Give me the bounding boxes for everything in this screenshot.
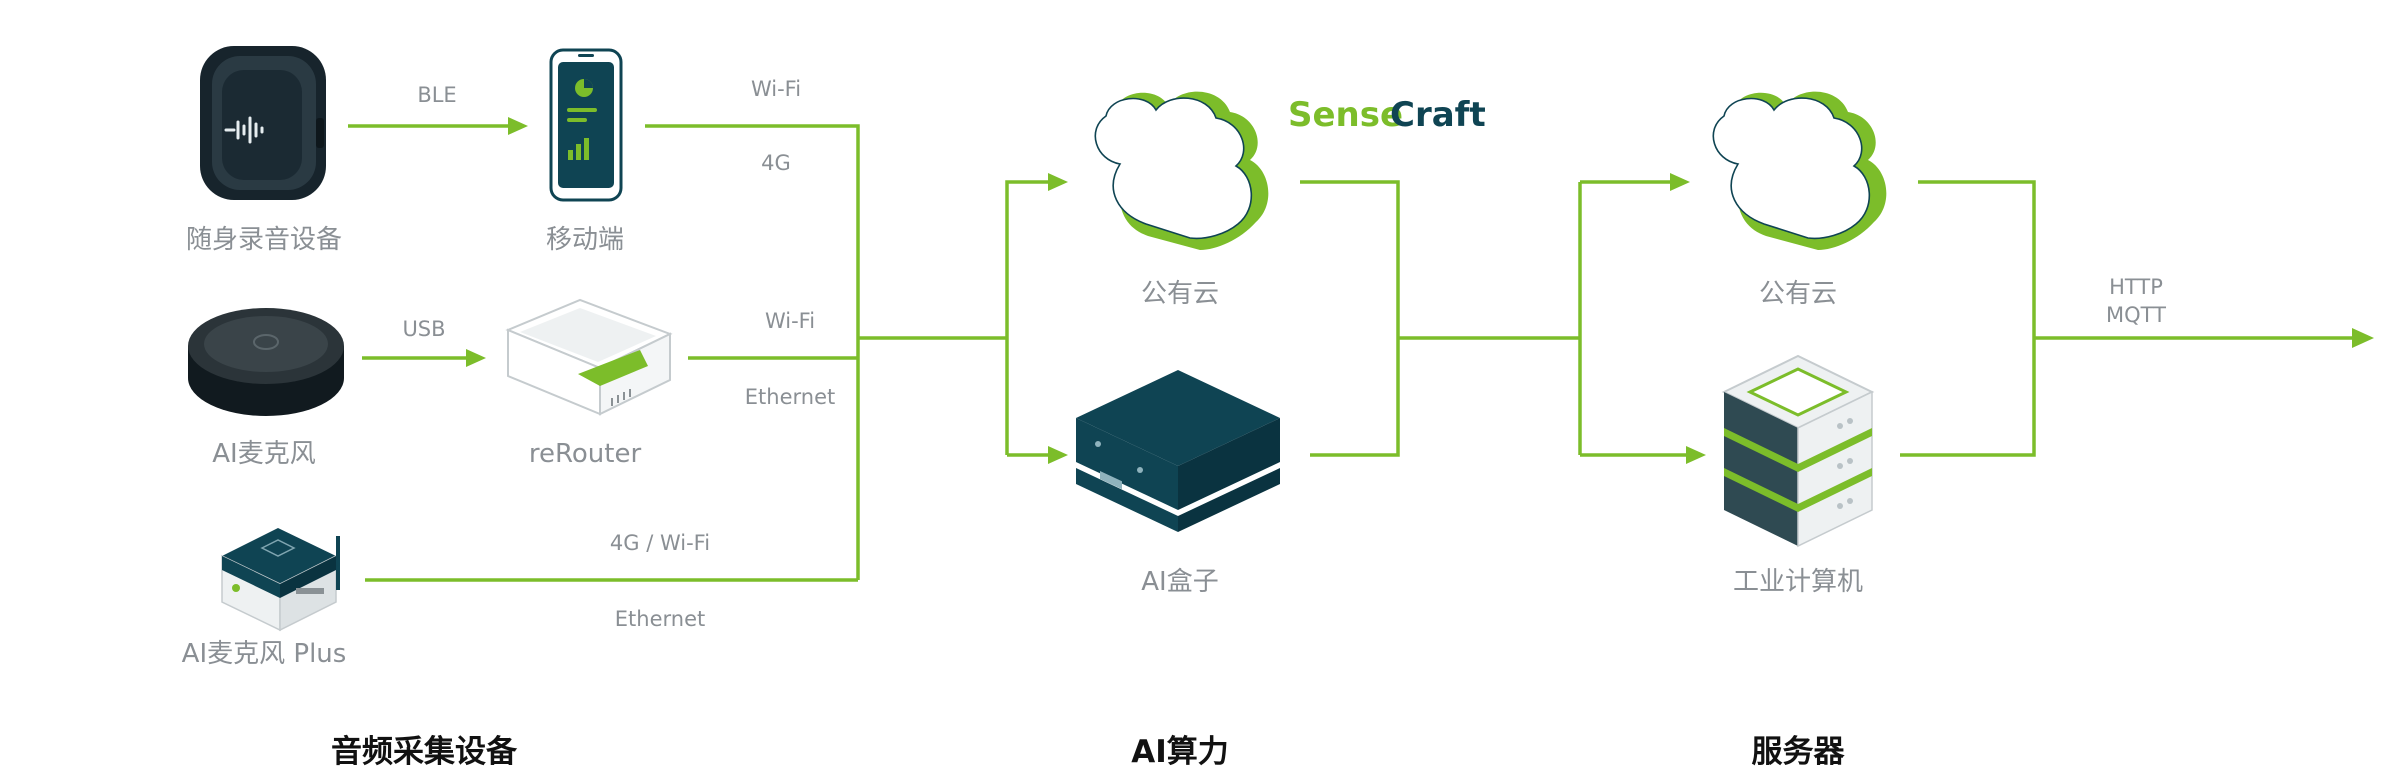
ai-box-icon: [1076, 370, 1280, 532]
category-labels: 音频采集设备 AI算力 服务器: [331, 734, 1845, 770]
mobile-label: 移动端: [546, 225, 624, 255]
router-icon: [505, 298, 673, 416]
smartphone-icon: [549, 48, 623, 202]
recorder-device-icon: [200, 46, 326, 200]
edge-label-ble: BLE: [417, 83, 456, 107]
category-ai-compute: AI算力: [1131, 734, 1229, 770]
ai-mic-label: AI麦克风: [212, 439, 315, 469]
mini-pc-icon: [221, 528, 340, 632]
edge-label-ethernet-1: Ethernet: [745, 385, 835, 409]
svg-text:Craft: Craft: [1390, 95, 1486, 135]
public-cloud-1-label: 公有云: [1141, 279, 1219, 309]
edge-label-ethernet-2: Ethernet: [615, 607, 705, 631]
connector-lines: [348, 117, 2374, 582]
edge-labels: BLE USB Wi-Fi 4G Wi-Fi Ethernet 4G / Wi-…: [402, 77, 2166, 631]
edge-label-wifi-1: Wi-Fi: [751, 77, 801, 101]
edge-label-4g-wifi: 4G / Wi-Fi: [610, 531, 710, 555]
sensecraft-logo: Sense Craft: [1288, 95, 1486, 135]
speakerphone-icon: [188, 308, 344, 416]
rerouter-label: reRouter: [529, 439, 642, 469]
recorder-device-label: 随身录音设备: [186, 225, 342, 255]
edge-label-usb: USB: [402, 317, 445, 341]
cloud-icon: [1094, 91, 1269, 250]
edge-label-http: HTTP: [2109, 275, 2163, 299]
category-audio-capture: 音频采集设备: [331, 734, 518, 770]
cloud-icon: [1712, 91, 1887, 250]
category-server: 服务器: [1752, 734, 1846, 770]
edge-label-mqtt: MQTT: [2106, 303, 2166, 327]
ai-mic-plus-label: AI麦克风 Plus: [182, 639, 347, 669]
server-icon: [1721, 354, 1875, 548]
ai-box-label: AI盒子: [1141, 567, 1218, 597]
svg-text:Sense: Sense: [1288, 95, 1403, 135]
industrial-pc-label: 工业计算机: [1733, 567, 1863, 597]
public-cloud-2-label: 公有云: [1759, 279, 1837, 309]
edge-label-wifi-2: Wi-Fi: [765, 309, 815, 333]
edge-label-4g: 4G: [761, 151, 791, 175]
